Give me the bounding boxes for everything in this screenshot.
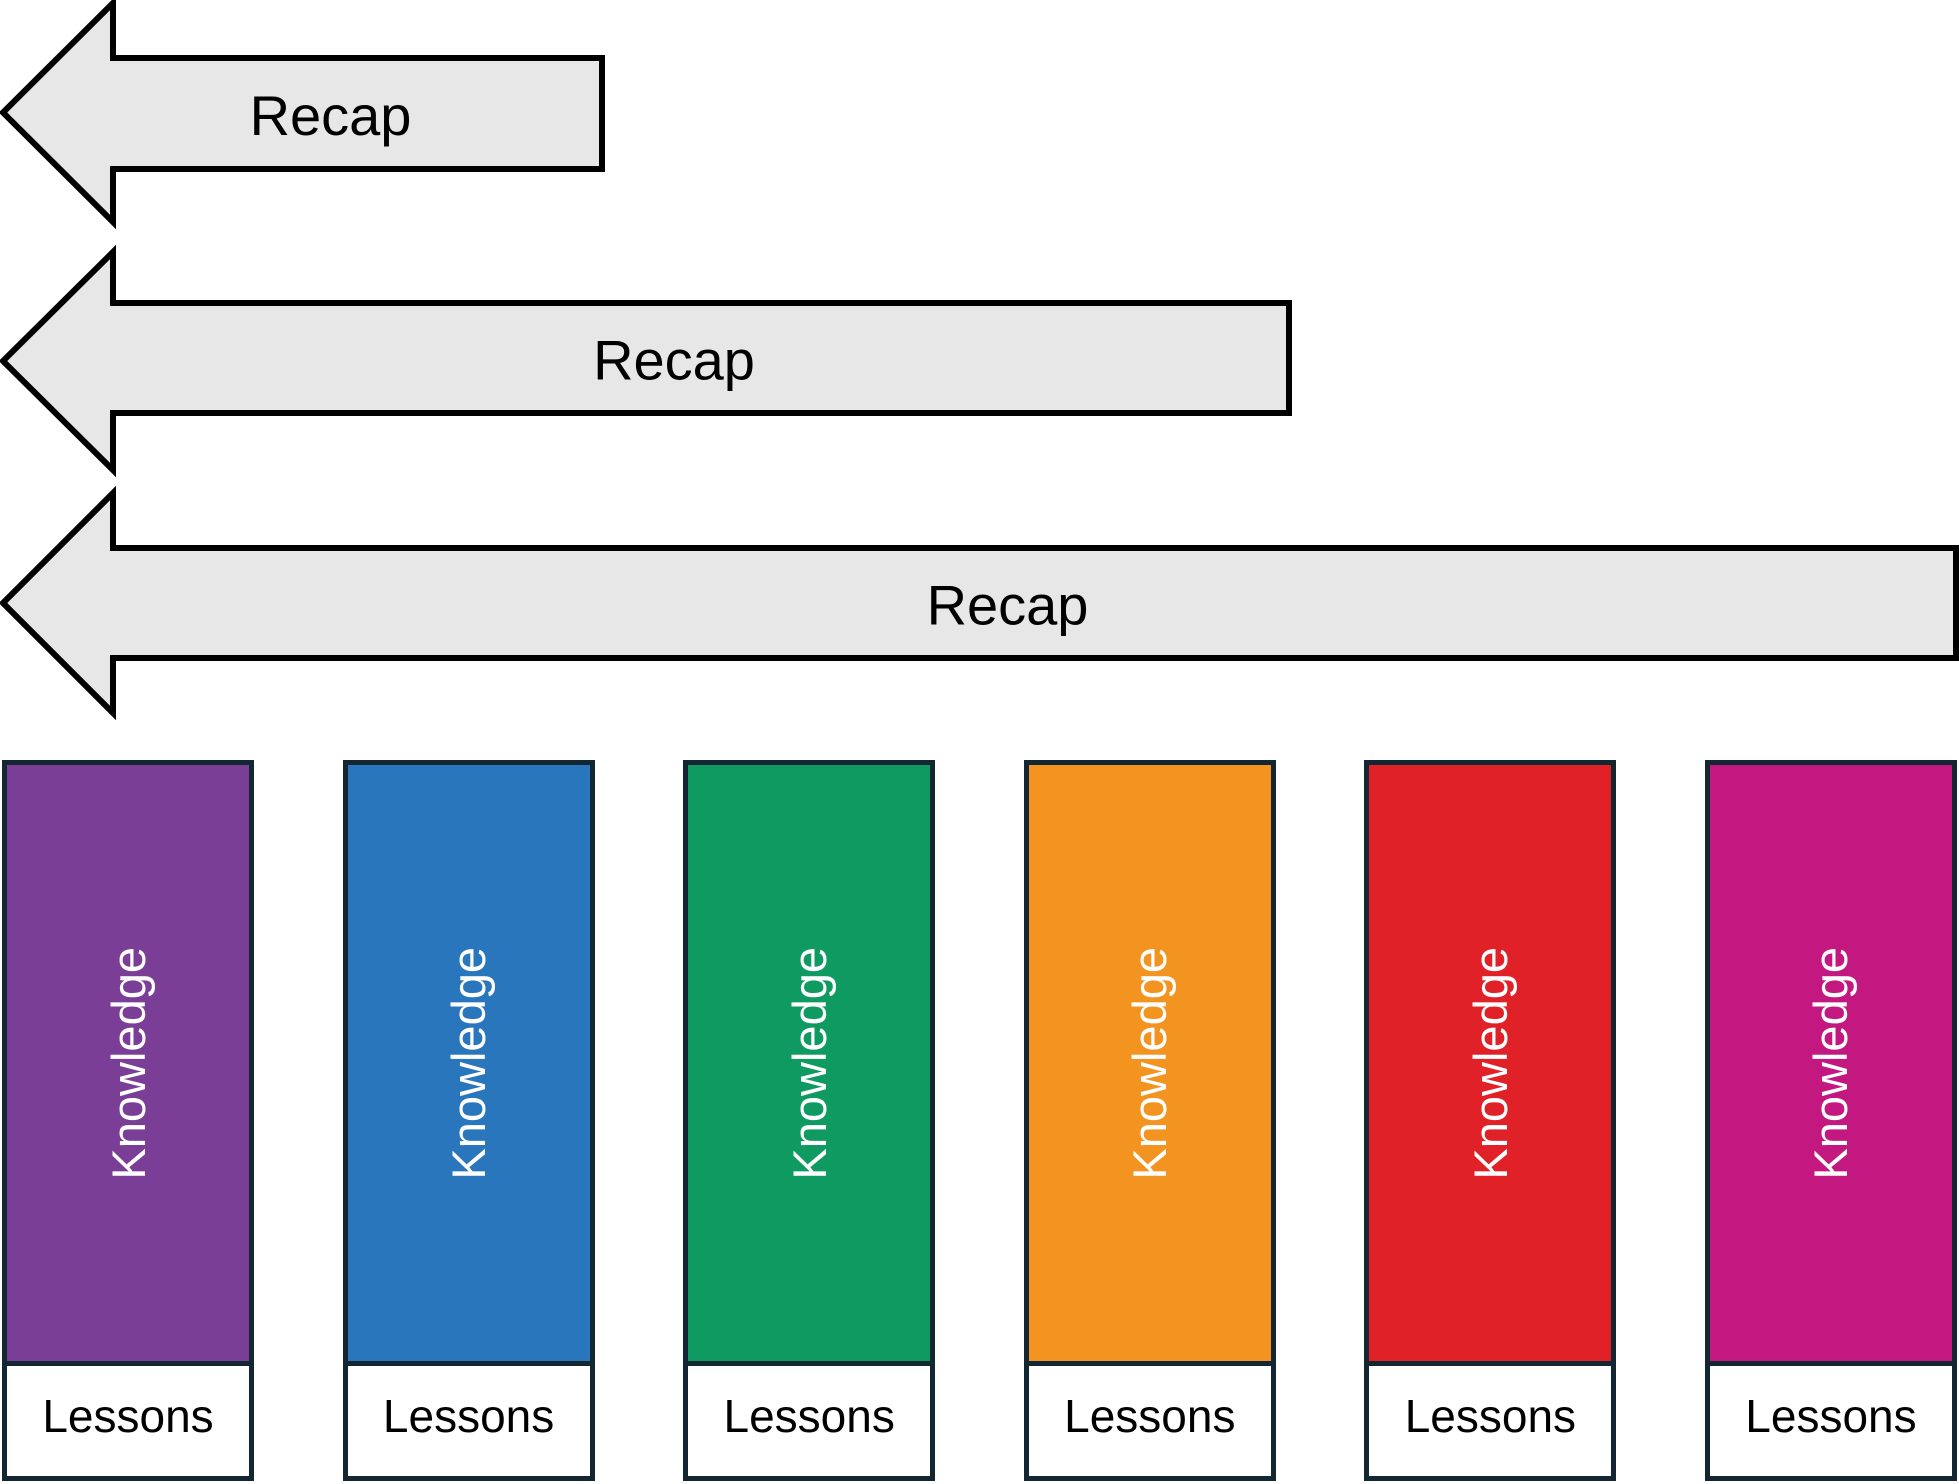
lessons-label: Lessons xyxy=(1745,1390,1917,1442)
knowledge-columns-row: Knowledge Lessons Knowledge Lessons Know… xyxy=(0,760,1959,1481)
knowledge-column-1: Knowledge Lessons xyxy=(2,760,254,1481)
recap-arrow-medium: Recap xyxy=(0,244,1292,478)
lessons-box: Lessons xyxy=(1028,1361,1271,1476)
lessons-box: Lessons xyxy=(1369,1361,1612,1476)
recap-label: Recap xyxy=(593,329,755,392)
lessons-box: Lessons xyxy=(1709,1361,1952,1476)
knowledge-label: Knowledge xyxy=(782,946,836,1180)
knowledge-block: Knowledge xyxy=(1709,765,1952,1361)
knowledge-column-3: Knowledge Lessons xyxy=(683,760,936,1481)
lessons-label: Lessons xyxy=(382,1390,555,1442)
knowledge-column-4: Knowledge Lessons xyxy=(1023,760,1276,1481)
recap-label: Recap xyxy=(250,84,412,147)
left-arrow-shape xyxy=(0,485,1959,721)
lessons-label: Lessons xyxy=(1064,1390,1236,1442)
lessons-label: Lessons xyxy=(42,1390,214,1442)
knowledge-label: Knowledge xyxy=(442,946,496,1180)
knowledge-block: Knowledge xyxy=(347,765,590,1361)
knowledge-block: Knowledge xyxy=(1369,765,1612,1361)
lessons-box: Lessons xyxy=(347,1361,590,1476)
left-arrow-shape xyxy=(0,244,1292,478)
knowledge-block: Knowledge xyxy=(1028,765,1271,1361)
recap-arrows-group: Recap Recap Recap xyxy=(0,0,1959,721)
knowledge-block: Knowledge xyxy=(688,765,931,1361)
knowledge-column-5: Knowledge Lessons xyxy=(1364,760,1617,1481)
left-arrow-shape xyxy=(0,0,605,230)
knowledge-label: Knowledge xyxy=(1463,946,1517,1180)
knowledge-label: Knowledge xyxy=(1123,946,1177,1180)
lessons-label: Lessons xyxy=(723,1390,895,1442)
knowledge-column-2: Knowledge Lessons xyxy=(342,760,595,1481)
lessons-box: Lessons xyxy=(7,1361,249,1476)
knowledge-label: Knowledge xyxy=(101,946,155,1180)
knowledge-column-6: Knowledge Lessons xyxy=(1704,760,1957,1481)
lessons-box: Lessons xyxy=(688,1361,931,1476)
knowledge-block: Knowledge xyxy=(7,765,249,1361)
lessons-label: Lessons xyxy=(1404,1390,1577,1442)
recap-arrow-short: Recap xyxy=(0,0,605,230)
recap-arrow-long: Recap xyxy=(0,485,1959,721)
knowledge-label: Knowledge xyxy=(1804,946,1858,1180)
recap-label: Recap xyxy=(927,574,1089,637)
